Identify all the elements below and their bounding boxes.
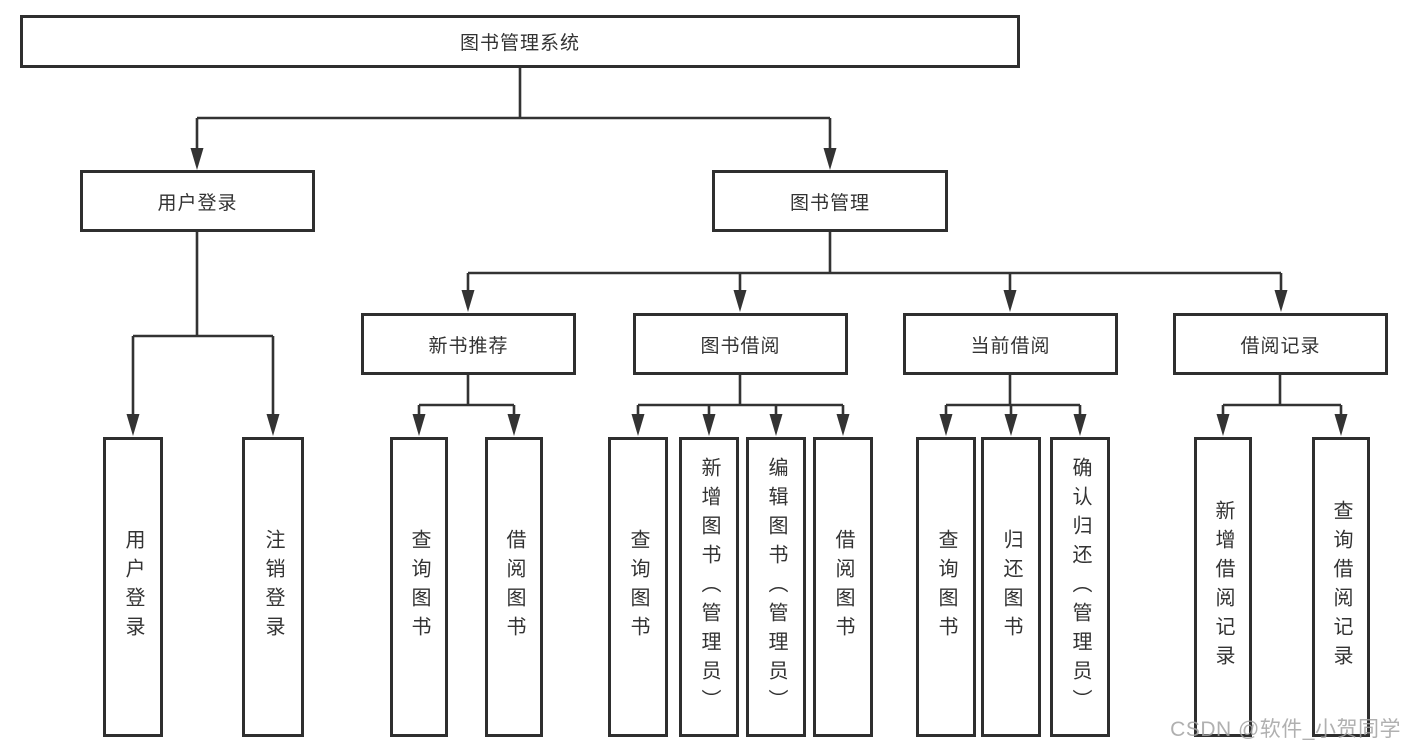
leaf-label: 归还图书 <box>1000 529 1022 645</box>
leaf-label: 用户登录 <box>122 529 144 645</box>
leaf-borrow-books-1: 借阅图书 <box>485 437 543 737</box>
node-book-borrow: 图书借阅 <box>633 313 848 375</box>
leaf-label: 新增借阅记录 <box>1212 500 1234 674</box>
node-user-login: 用户登录 <box>80 170 315 232</box>
leaf-edit-books-admin: 编辑图书（管理员） <box>746 437 806 737</box>
leaf-query-books-3: 查询图书 <box>916 437 976 737</box>
leaf-label: 编辑图书（管理员） <box>765 456 787 718</box>
leaf-borrow-books-2: 借阅图书 <box>813 437 873 737</box>
leaf-return-books: 归还图书 <box>981 437 1041 737</box>
leaf-label: 注销登录 <box>262 529 284 645</box>
connector-newbookrec-to-leaves <box>412 375 521 436</box>
node-root-system: 图书管理系统 <box>20 15 1020 68</box>
leaf-label: 确认归还（管理员） <box>1069 456 1091 718</box>
connector-userlogin-to-leaves <box>126 232 280 436</box>
leaf-confirm-return-admin: 确认归还（管理员） <box>1050 437 1110 737</box>
leaf-label: 新增图书（管理员） <box>698 456 720 718</box>
leaf-query-borrow-record: 查询借阅记录 <box>1312 437 1370 737</box>
leaf-add-books-admin: 新增图书（管理员） <box>679 437 739 737</box>
node-borrow-records: 借阅记录 <box>1173 313 1388 375</box>
connector-root-to-level2 <box>190 68 837 170</box>
leaf-label: 查询图书 <box>935 529 957 645</box>
leaf-label: 借阅图书 <box>832 529 854 645</box>
connector-currentborrow-to-leaves <box>939 375 1087 436</box>
leaf-logout: 注销登录 <box>242 437 304 737</box>
leaf-user-login: 用户登录 <box>103 437 163 737</box>
node-book-management: 图书管理 <box>712 170 948 232</box>
leaf-label: 查询图书 <box>627 529 649 645</box>
leaf-query-books-2: 查询图书 <box>608 437 668 737</box>
leaf-query-books-1: 查询图书 <box>390 437 448 737</box>
leaf-label: 借阅图书 <box>503 529 525 645</box>
connector-bookborrow-to-leaves <box>631 375 850 436</box>
node-new-book-recommend: 新书推荐 <box>361 313 576 375</box>
leaf-add-borrow-record: 新增借阅记录 <box>1194 437 1252 737</box>
leaf-label: 查询图书 <box>408 529 430 645</box>
connector-bookmgmt-to-level3 <box>461 232 1288 312</box>
connector-borrowrecords-to-leaves <box>1216 375 1348 436</box>
node-current-borrow: 当前借阅 <box>903 313 1118 375</box>
leaf-label: 查询借阅记录 <box>1330 500 1352 674</box>
